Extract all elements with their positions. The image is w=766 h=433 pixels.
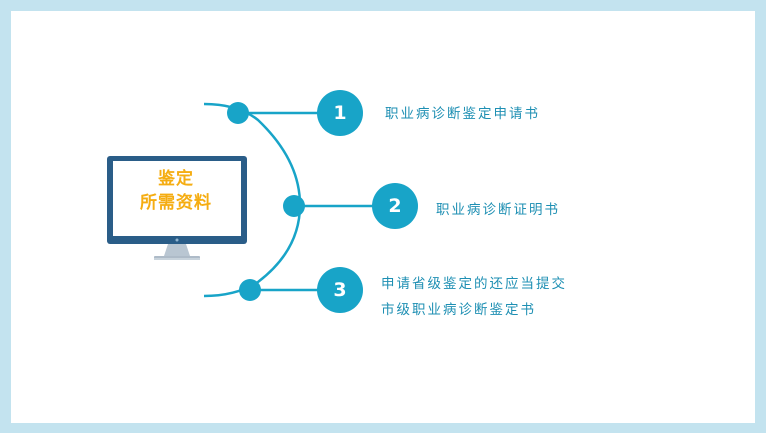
item-text-3: 申请省级鉴定的还应当提交 市级职业病诊断鉴定书	[381, 271, 567, 323]
item-number-1: 1	[333, 102, 347, 124]
monitor-icon	[107, 156, 247, 260]
item-number-3: 3	[333, 279, 347, 301]
monitor-title-line1: 鉴定	[158, 169, 194, 189]
item-text-3-line1: 申请省级鉴定的还应当提交	[381, 276, 567, 292]
node-dot-2	[283, 195, 305, 217]
number-circle-1	[317, 90, 363, 136]
node-dot-1	[227, 102, 249, 124]
monitor-title: 鉴定 所需资料	[118, 167, 234, 215]
node-dot-3	[239, 279, 261, 301]
monitor-title-line2: 所需资料	[140, 193, 212, 213]
item-text-3-line2: 市级职业病诊断鉴定书	[381, 302, 536, 318]
item-text-2: 职业病诊断证明书	[436, 202, 560, 218]
item-number-2: 2	[388, 195, 402, 217]
item-text-1: 职业病诊断鉴定申请书	[385, 106, 540, 122]
number-circle-2	[372, 183, 418, 229]
number-circle-3	[317, 267, 363, 313]
